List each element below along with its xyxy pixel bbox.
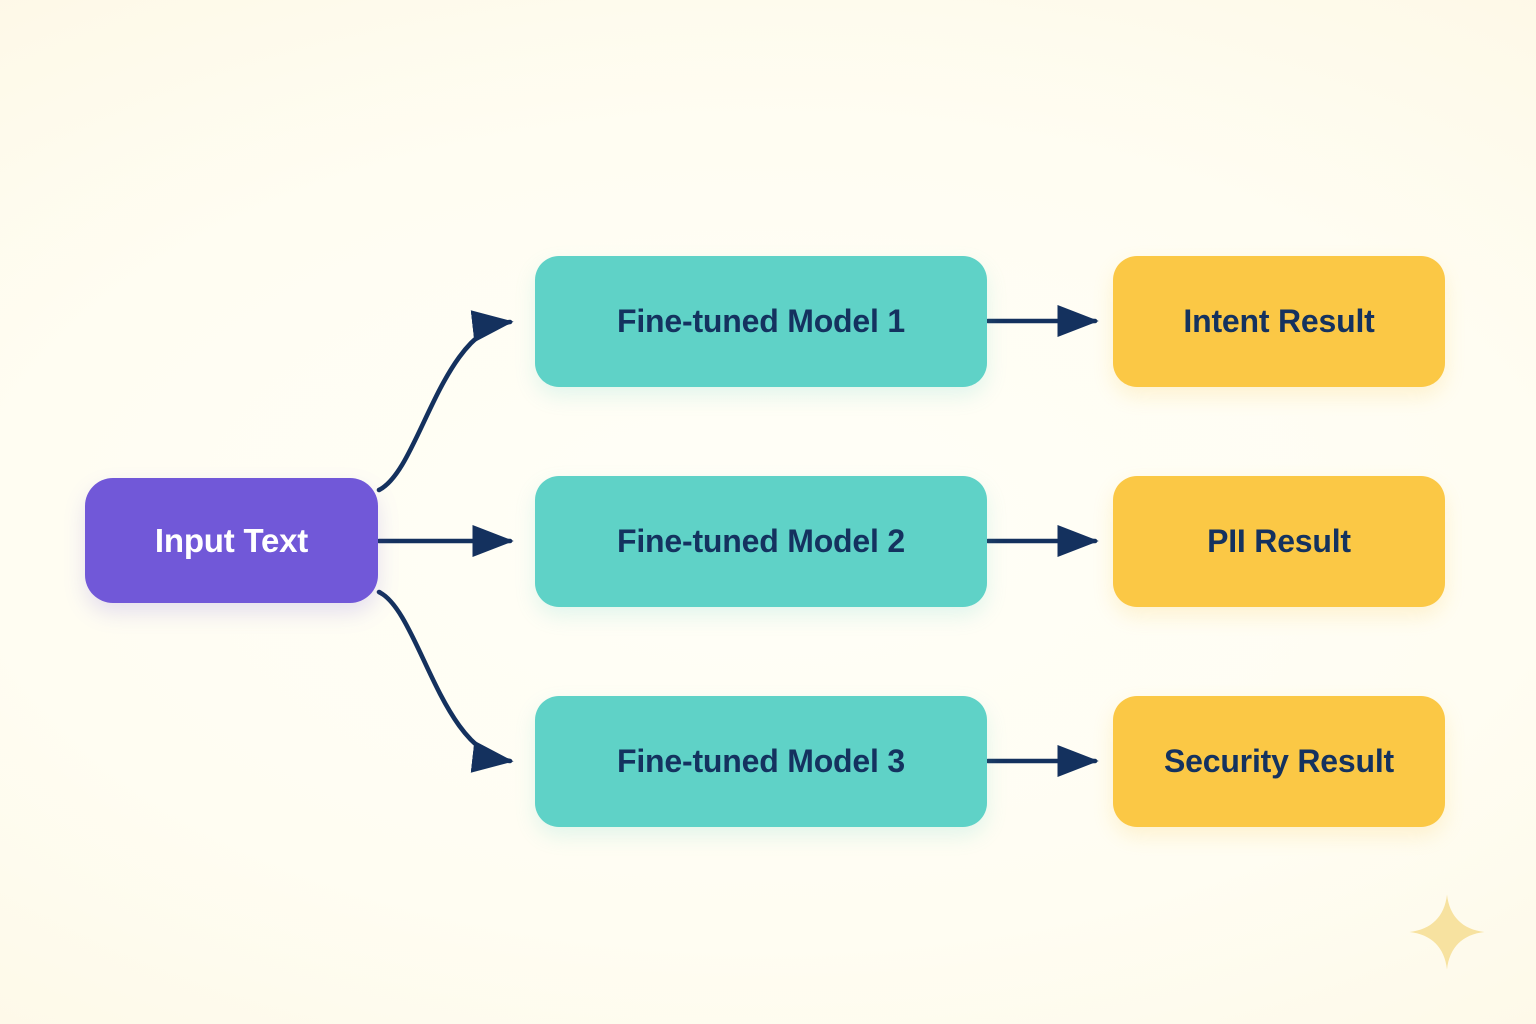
edge-input-to-model-3 bbox=[376, 589, 514, 773]
node-intent-result-label: Intent Result bbox=[1183, 303, 1375, 340]
node-pii-result-label: PII Result bbox=[1207, 523, 1351, 560]
node-input-text-label: Input Text bbox=[154, 521, 309, 559]
node-fine-tuned-model-1[interactable]: Fine-tuned Model 1 bbox=[535, 256, 987, 387]
node-fine-tuned-model-2[interactable]: Fine-tuned Model 2 bbox=[535, 476, 987, 607]
node-fine-tuned-model-2-label: Fine-tuned Model 2 bbox=[617, 523, 905, 560]
node-fine-tuned-model-3[interactable]: Fine-tuned Model 3 bbox=[535, 696, 987, 827]
node-pii-result[interactable]: PII Result bbox=[1113, 476, 1445, 607]
node-security-result-label: Security Result bbox=[1164, 743, 1394, 780]
node-input-text[interactable]: Input Text bbox=[85, 478, 378, 603]
node-fine-tuned-model-3-label: Fine-tuned Model 3 bbox=[617, 743, 905, 780]
sparkle-icon bbox=[1409, 894, 1485, 970]
node-security-result[interactable]: Security Result bbox=[1113, 696, 1445, 827]
node-intent-result[interactable]: Intent Result bbox=[1113, 256, 1445, 387]
node-fine-tuned-model-1-label: Fine-tuned Model 1 bbox=[617, 303, 905, 340]
edge-input-to-model-1 bbox=[376, 310, 514, 493]
